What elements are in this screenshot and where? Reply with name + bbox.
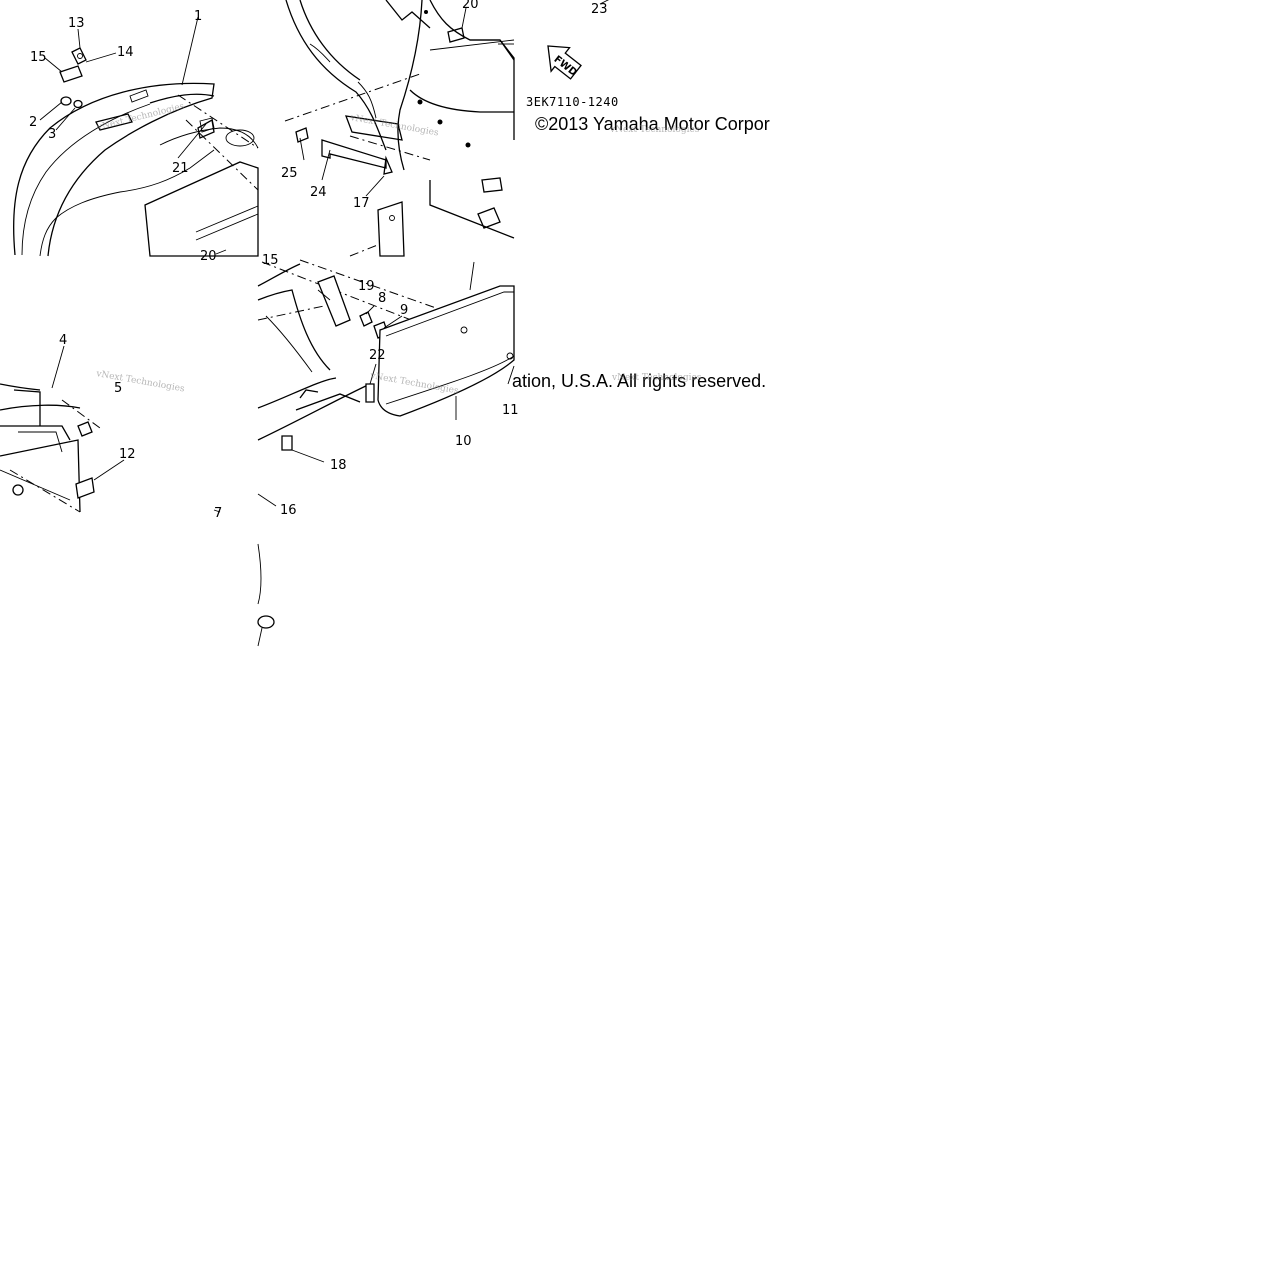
part-3-grommet xyxy=(73,99,83,109)
part-18-bolt xyxy=(281,435,293,451)
callout-4: 4 xyxy=(59,333,67,348)
callout-14: 14 xyxy=(117,45,134,60)
drawing-code: 3EK7110-1240 xyxy=(526,95,619,109)
callout-17: 17 xyxy=(353,196,370,211)
callout-15b: 15 xyxy=(262,253,279,268)
callout-5: 5 xyxy=(114,381,122,396)
part-25-screw xyxy=(295,127,309,143)
callout-20b: 20 xyxy=(200,249,217,264)
callout-15: 15 xyxy=(30,50,47,65)
callout-11: 11 xyxy=(502,403,519,418)
part-12-clip xyxy=(75,477,95,499)
callout-25: 25 xyxy=(281,166,298,181)
callout-2: 2 xyxy=(29,115,37,130)
callout-13: 13 xyxy=(68,16,85,31)
part-20-clip xyxy=(447,27,465,43)
callout-12: 12 xyxy=(119,447,136,462)
callout-16: 16 xyxy=(280,503,297,518)
svg-text:vNext Technologies: vNext Technologies xyxy=(611,373,702,383)
callout-23: 23 xyxy=(591,2,608,17)
part-plate xyxy=(377,201,405,257)
callout-18: 18 xyxy=(330,458,347,473)
part-17-clip xyxy=(383,155,393,175)
callout-9: 9 xyxy=(400,303,408,318)
callout-7: 7 xyxy=(214,506,222,521)
callout-24: 24 xyxy=(310,185,327,200)
copyright-right: ation, U.S.A. All rights reserved. xyxy=(512,371,766,391)
tile-middle-left xyxy=(0,345,221,513)
callout-20: 20 xyxy=(462,0,479,12)
copyright-left: ©2013 Yamaha Motor Corpor xyxy=(535,114,770,134)
tile-top-left xyxy=(12,16,259,257)
fwd-arrow: FWD xyxy=(547,45,582,80)
svg-text:vNext Technologies: vNext Technologies xyxy=(94,369,185,395)
callout-19: 19 xyxy=(358,279,375,294)
svg-text:vNext Technologies: vNext Technologies xyxy=(609,125,700,135)
cowl-outline xyxy=(12,82,215,257)
callout-22: 22 xyxy=(369,348,386,363)
part-6-nut xyxy=(12,484,24,496)
callout-21: 21 xyxy=(172,161,189,176)
part-10-glove-box-lid xyxy=(377,285,515,417)
tile-middle-center xyxy=(257,259,515,647)
part-22-screw xyxy=(365,383,375,403)
callout-labels: 1 2 3 4 5 7 8 9 10 11 12 13 14 15 15 16 … xyxy=(29,0,608,521)
callout-3: 3 xyxy=(48,127,56,142)
part-2-grommet xyxy=(60,96,72,106)
svg-text:vNext Technologies: vNext Technologies xyxy=(348,113,439,139)
callout-10: 10 xyxy=(455,434,472,449)
callout-1: 1 xyxy=(194,9,202,24)
part-5-bolt xyxy=(77,421,93,437)
part-8-grommet xyxy=(359,311,373,327)
part-15-clip xyxy=(59,65,83,83)
part-knob xyxy=(257,615,275,629)
tile-top-middle xyxy=(284,0,515,257)
callout-8: 8 xyxy=(378,291,386,306)
part-19-bracket xyxy=(317,275,351,327)
